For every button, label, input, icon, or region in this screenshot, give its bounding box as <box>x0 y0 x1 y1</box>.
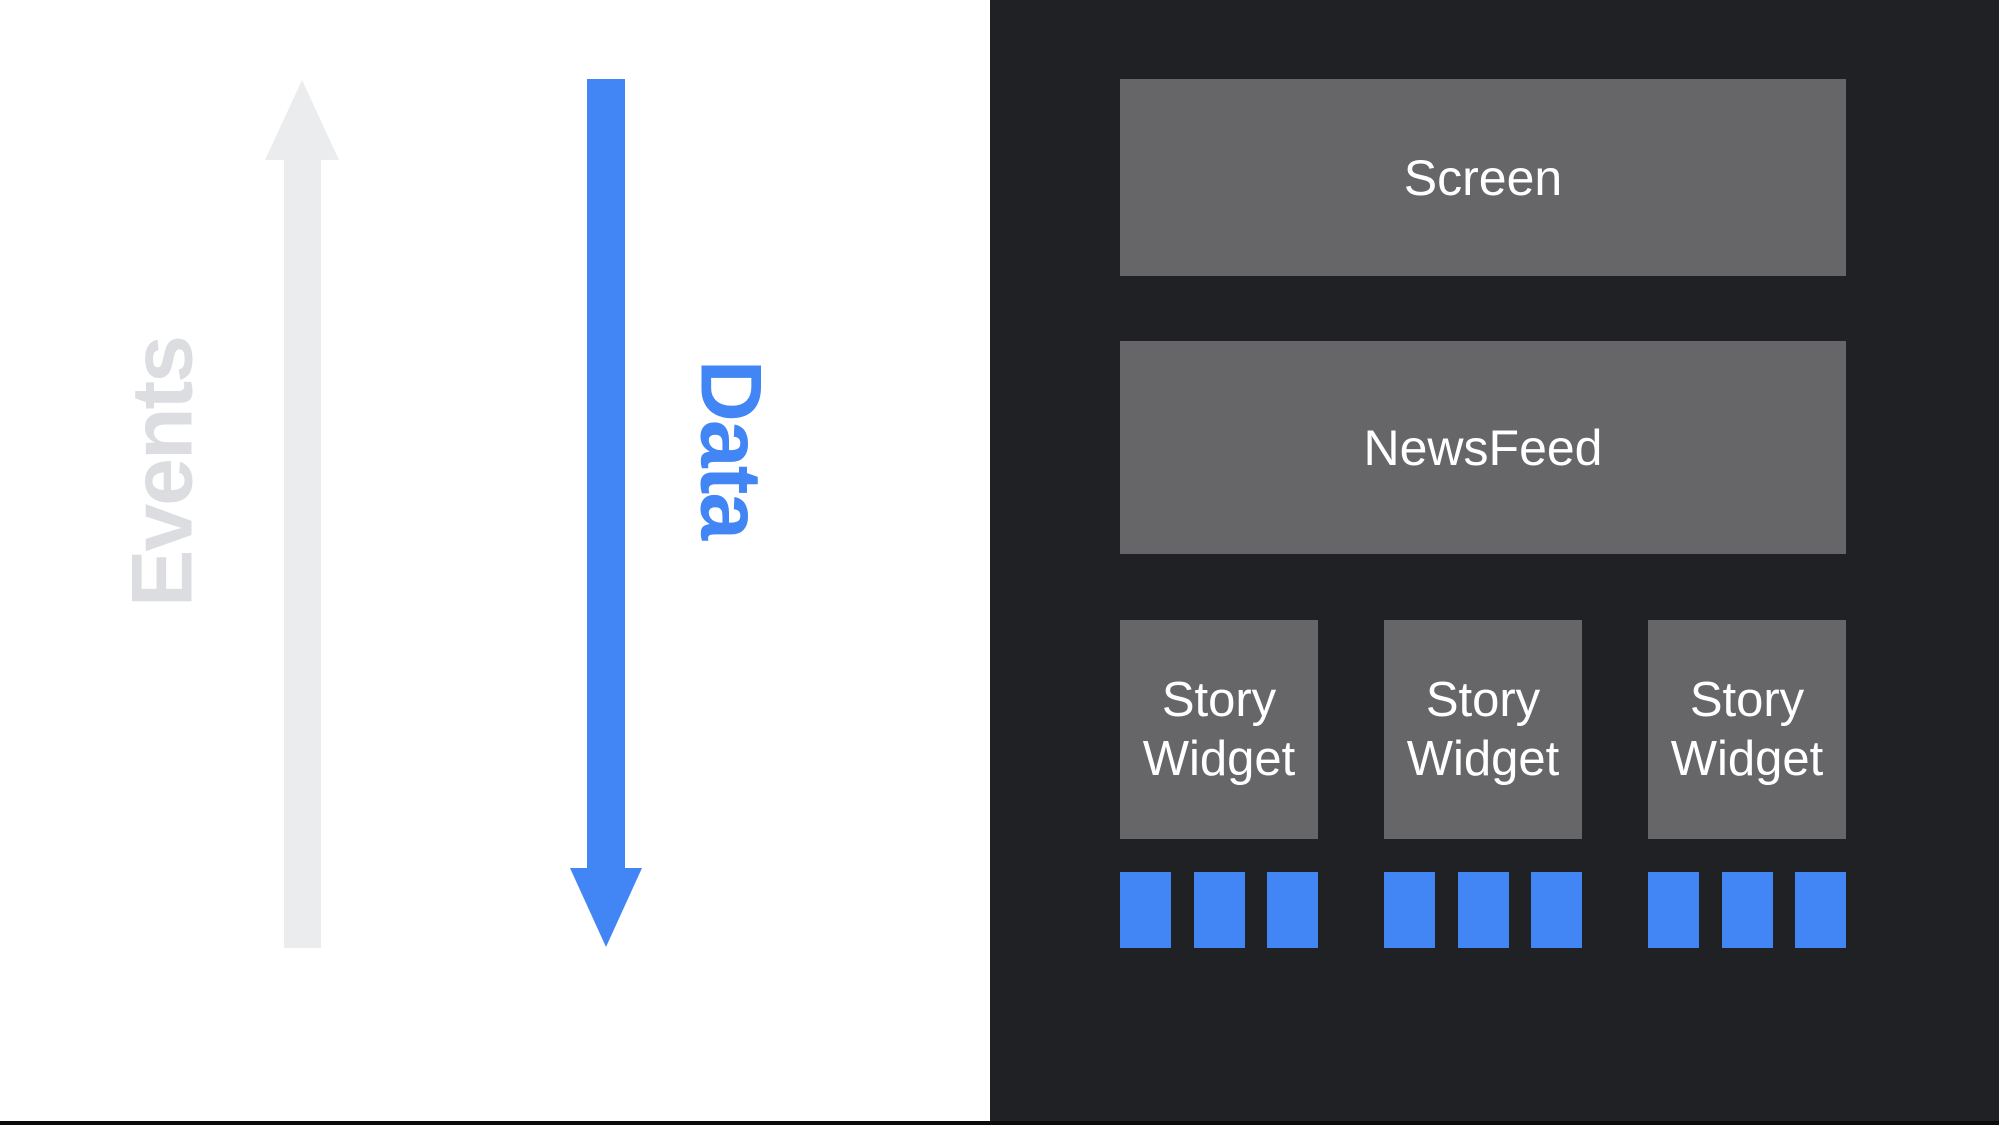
leaf-widget-square <box>1648 872 1699 948</box>
leaf-widget-group <box>1384 872 1582 948</box>
leaf-widget-group <box>1120 872 1318 948</box>
leaf-widget-square <box>1457 872 1509 948</box>
widget-tree-panel: Screen NewsFeed Story Widget Story Widge… <box>990 0 1999 1125</box>
story-widget-label: Story Widget <box>1142 672 1296 786</box>
story-widget-box: Story Widget <box>1120 620 1318 839</box>
story-widget-box: Story Widget <box>1648 620 1846 839</box>
data-flow-panel: Events Data <box>0 0 990 1125</box>
screen-widget-label: Screen <box>1403 149 1563 206</box>
screen-widget-box: Screen <box>1120 79 1846 276</box>
data-arrow-shaft <box>587 79 625 868</box>
leaf-widget-square <box>1120 872 1171 948</box>
slide-bottom-rule <box>0 1121 1999 1125</box>
leaf-widget-row <box>1120 872 1846 948</box>
newsfeed-widget-label: NewsFeed <box>1363 419 1603 476</box>
story-widget-label: Story Widget <box>1406 672 1560 786</box>
data-arrow-head <box>570 868 642 947</box>
leaf-widget-square <box>1795 872 1846 948</box>
leaf-widget-group <box>1648 872 1846 948</box>
events-up-arrow-icon <box>265 80 339 948</box>
story-widget-box: Story Widget <box>1384 620 1582 839</box>
leaf-widget-square <box>1193 872 1245 948</box>
story-widget-row: Story Widget Story Widget Story Widget <box>1120 620 1846 839</box>
leaf-widget-square <box>1384 872 1435 948</box>
widget-tree: Screen NewsFeed Story Widget Story Widge… <box>1120 79 1846 948</box>
leaf-widget-square <box>1267 872 1318 948</box>
events-arrow-head <box>265 80 339 160</box>
events-label: Events <box>114 336 211 608</box>
data-label: Data <box>682 359 779 539</box>
leaf-widget-square <box>1531 872 1582 948</box>
story-widget-label: Story Widget <box>1670 672 1824 786</box>
leaf-widget-square <box>1721 872 1773 948</box>
newsfeed-widget-box: NewsFeed <box>1120 341 1846 554</box>
events-arrow-shaft <box>283 160 321 948</box>
data-down-arrow-icon <box>570 79 642 947</box>
